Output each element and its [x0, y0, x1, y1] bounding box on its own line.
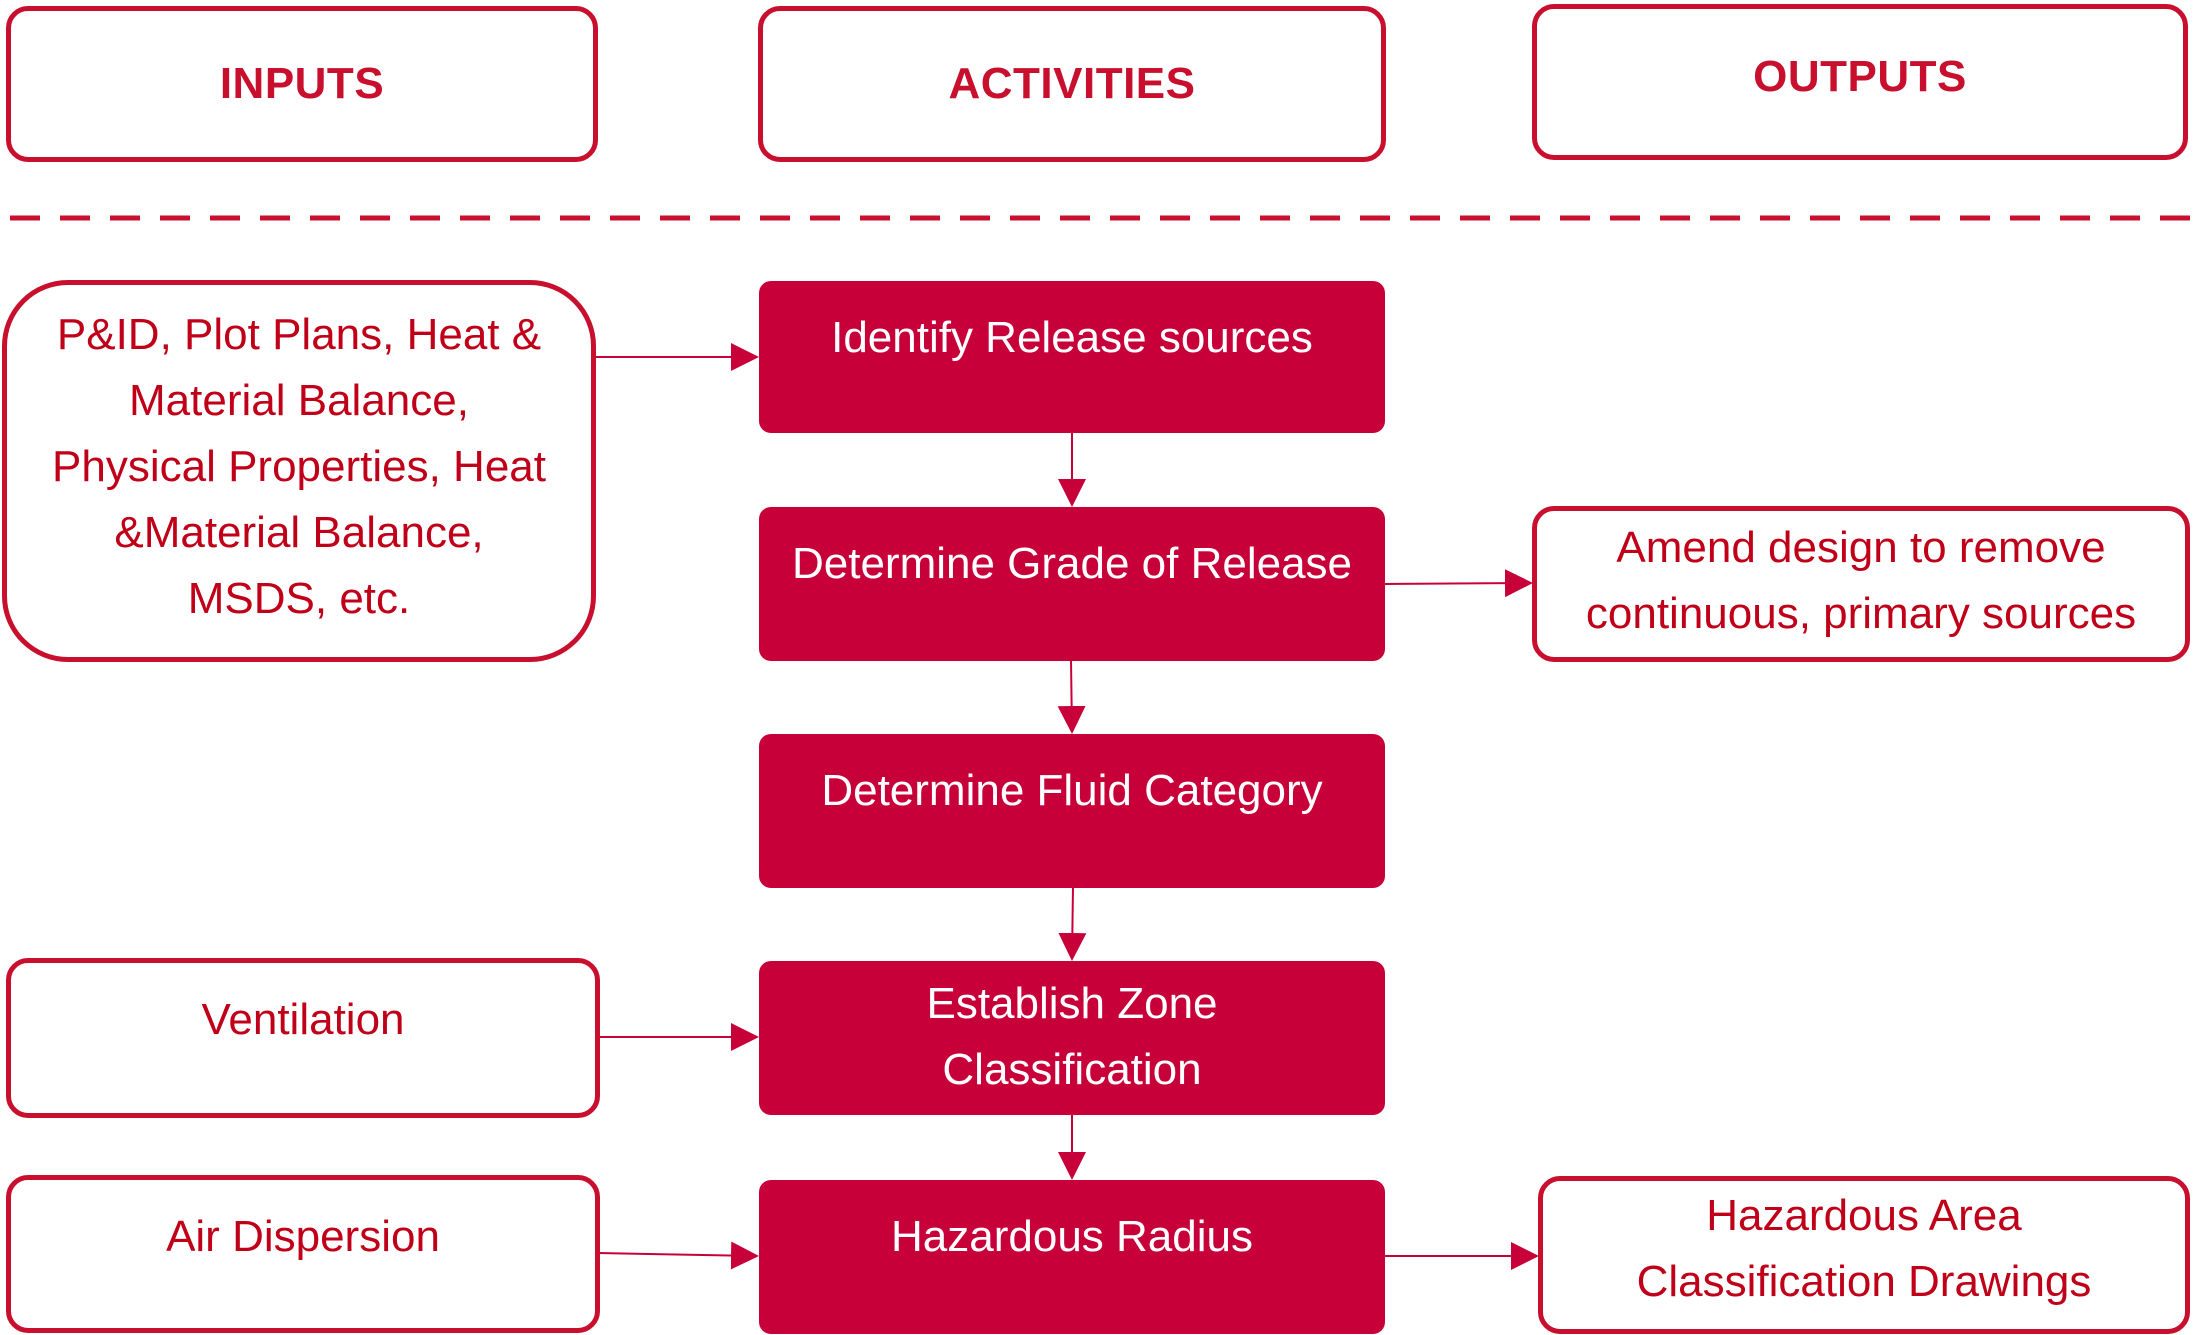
- header-inputs-label: INPUTS: [219, 59, 385, 108]
- input-ventilation: Ventilation: [6, 958, 600, 1118]
- activity-determine-fluid-category: Determine Fluid Category: [759, 734, 1385, 888]
- input-documents: P&ID, Plot Plans, Heat & Material Balanc…: [2, 280, 596, 662]
- input-documents-label: P&ID, Plot Plans, Heat & Material Balanc…: [52, 310, 546, 623]
- input-air-dispersion: Air Dispersion: [6, 1175, 600, 1333]
- header-inputs: INPUTS: [6, 6, 598, 162]
- output-amend-design: Amend design to remove continuous, prima…: [1532, 506, 2190, 662]
- activity-fluid-label: Determine Fluid Category: [821, 766, 1323, 815]
- input-ventilation-label: Ventilation: [201, 995, 405, 1044]
- activity-identify-label: Identify Release sources: [831, 313, 1313, 362]
- activity-zone-label: Establish Zone Classification: [926, 979, 1218, 1094]
- activity-radius-label: Hazardous Radius: [891, 1212, 1253, 1261]
- header-outputs-label: OUTPUTS: [1753, 52, 1967, 101]
- arrow-grade-to-fluid: [1057, 659, 1086, 734]
- output-amend-label: Amend design to remove continuous, prima…: [1585, 523, 2137, 638]
- output-hazardous-area-drawings: Hazardous Area Classification Drawings: [1538, 1176, 2190, 1334]
- activity-hazardous-radius: Hazardous Radius: [759, 1180, 1385, 1334]
- activity-establish-zone: Establish Zone Classification: [759, 961, 1385, 1115]
- activity-identify-release-sources: Identify Release sources: [759, 281, 1385, 433]
- input-air-dispersion-label: Air Dispersion: [166, 1212, 440, 1261]
- activity-grade-label: Determine Grade of Release: [791, 539, 1353, 588]
- output-drawings-label: Hazardous Area Classification Drawings: [1636, 1191, 2092, 1306]
- arrow-air-dispersion-to-radius: [597, 1241, 759, 1270]
- header-activities-label: ACTIVITIES: [948, 59, 1196, 108]
- activity-determine-grade: Determine Grade of Release: [759, 507, 1385, 661]
- header-outputs: OUTPUTS: [1532, 4, 2188, 160]
- header-activities: ACTIVITIES: [758, 6, 1386, 162]
- arrow-fluid-to-zone: [1058, 886, 1087, 961]
- arrow-grade-to-amend: [1383, 569, 1533, 598]
